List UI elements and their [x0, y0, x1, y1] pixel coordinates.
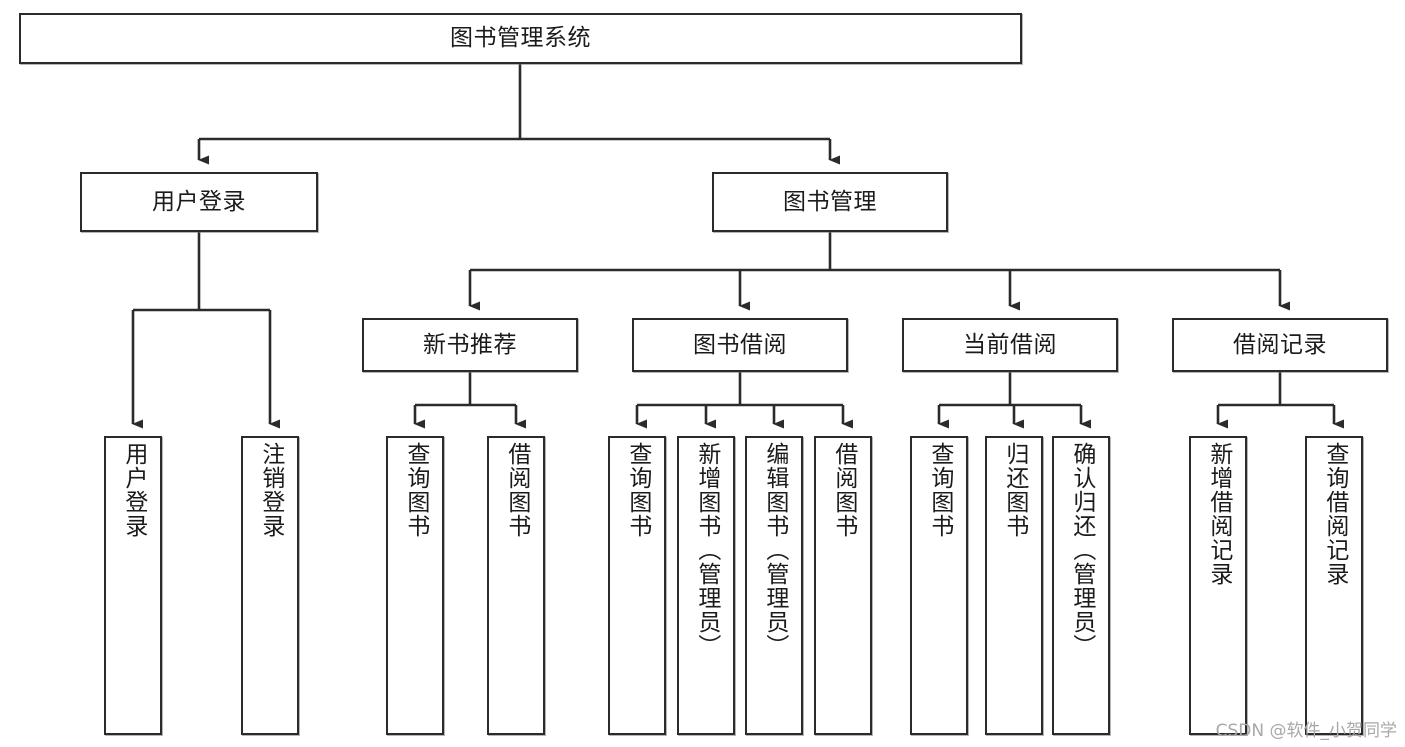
- watermark: CSDN @软件_小贺同学: [1215, 721, 1397, 741]
- node-leaf-query-record-label: 查询借阅记录: [1321, 442, 1348, 586]
- node-root[interactable]: 图书管理系统: [19, 13, 1022, 64]
- node-user-login-label: 用户登录: [152, 188, 246, 215]
- node-leaf-add-book[interactable]: 新增图书（管理员）: [677, 436, 735, 735]
- node-leaf-add-book-label: 新增图书（管理员）: [693, 442, 720, 658]
- node-leaf-query-book-3[interactable]: 查询图书: [910, 436, 968, 735]
- node-new-book-rec-label: 新书推荐: [423, 331, 517, 358]
- node-leaf-add-record-label: 新增借阅记录: [1205, 442, 1232, 586]
- node-leaf-confirm-return[interactable]: 确认归还（管理员）: [1052, 436, 1110, 735]
- node-leaf-add-record[interactable]: 新增借阅记录: [1189, 436, 1247, 735]
- node-leaf-return-book-label: 归还图书: [1001, 442, 1028, 538]
- node-leaf-borrow-book-2[interactable]: 借阅图书: [814, 436, 872, 735]
- node-leaf-query-book-2[interactable]: 查询图书: [608, 436, 666, 735]
- node-leaf-query-book-1-label: 查询图书: [402, 442, 429, 538]
- node-borrow-record[interactable]: 借阅记录: [1172, 318, 1388, 372]
- node-book-manage-label: 图书管理: [783, 188, 877, 215]
- node-root-label: 图书管理系统: [450, 25, 591, 52]
- node-book-borrow-label: 图书借阅: [693, 331, 787, 358]
- node-leaf-borrow-book-2-label: 借阅图书: [830, 442, 857, 538]
- node-new-book-rec[interactable]: 新书推荐: [362, 318, 578, 372]
- node-leaf-query-book-1[interactable]: 查询图书: [386, 436, 444, 735]
- node-leaf-query-book-2-label: 查询图书: [624, 442, 651, 538]
- node-leaf-edit-book-label: 编辑图书（管理员）: [761, 442, 788, 658]
- node-current-borrow-label: 当前借阅: [963, 331, 1057, 358]
- node-leaf-borrow-book-1[interactable]: 借阅图书: [487, 436, 545, 735]
- node-user-login[interactable]: 用户登录: [80, 172, 318, 232]
- node-book-manage[interactable]: 图书管理: [712, 172, 948, 232]
- node-leaf-borrow-book-1-label: 借阅图书: [503, 442, 530, 538]
- node-current-borrow[interactable]: 当前借阅: [902, 318, 1118, 372]
- node-leaf-query-record[interactable]: 查询借阅记录: [1305, 436, 1363, 735]
- node-leaf-logout[interactable]: 注销登录: [241, 436, 299, 735]
- node-borrow-record-label: 借阅记录: [1233, 331, 1327, 358]
- node-leaf-query-book-3-label: 查询图书: [926, 442, 953, 538]
- node-leaf-return-book[interactable]: 归还图书: [985, 436, 1043, 735]
- node-leaf-user-login[interactable]: 用户登录: [104, 436, 162, 735]
- node-leaf-edit-book[interactable]: 编辑图书（管理员）: [745, 436, 803, 735]
- node-leaf-logout-label: 注销登录: [257, 442, 284, 538]
- node-leaf-user-login-label: 用户登录: [120, 442, 147, 538]
- node-leaf-confirm-return-label: 确认归还（管理员）: [1068, 442, 1095, 658]
- node-book-borrow[interactable]: 图书借阅: [632, 318, 848, 372]
